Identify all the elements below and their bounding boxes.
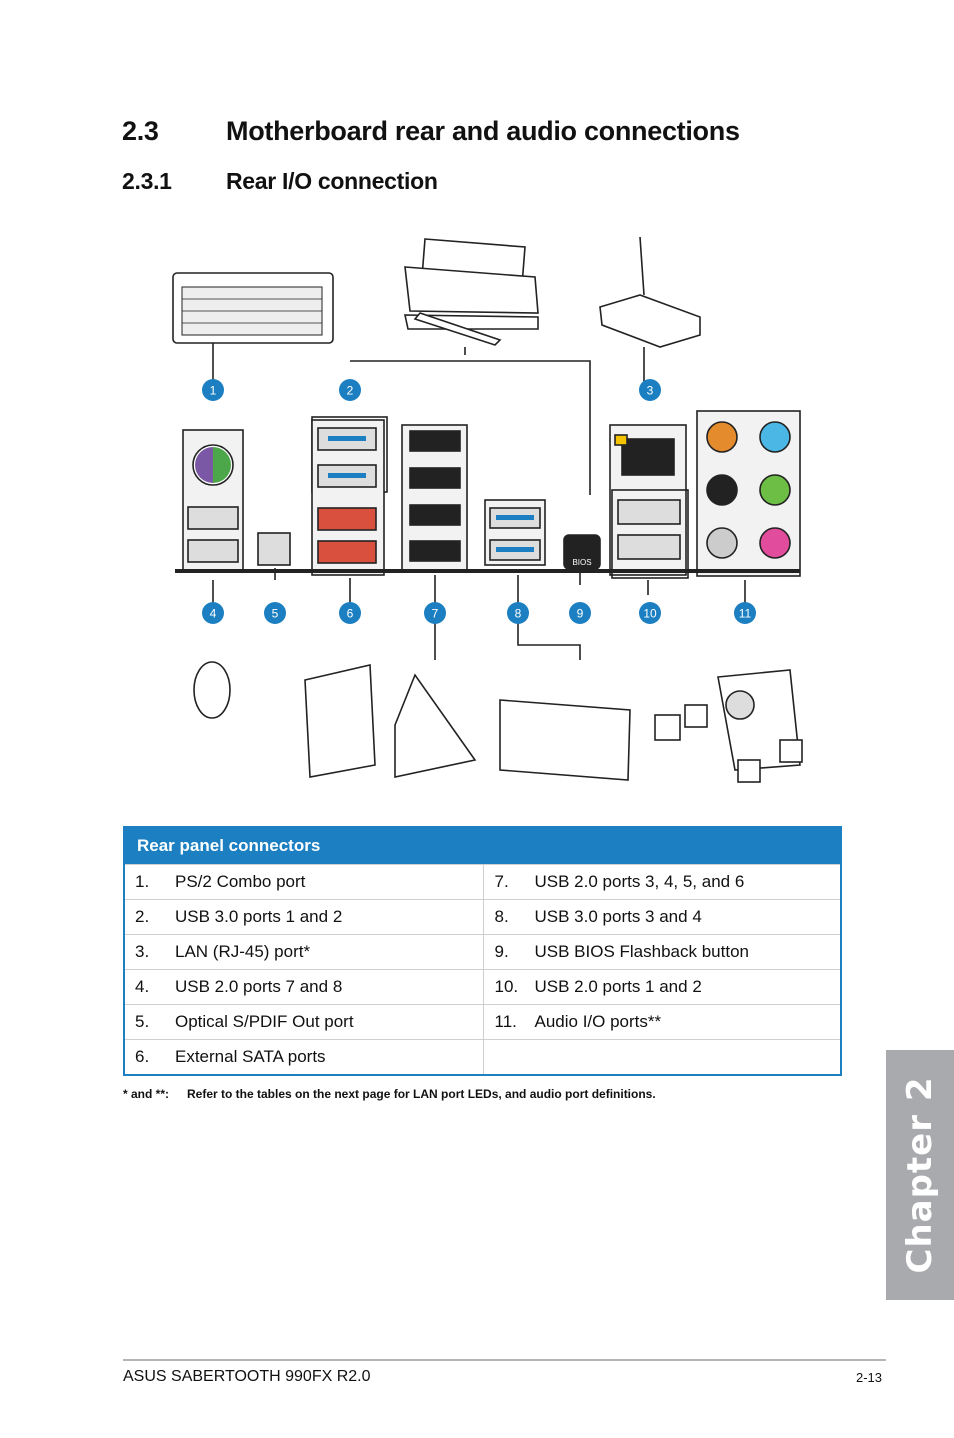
table-row: 5. Optical S/PDIF Out port 11. Audio I/O po… [125, 1004, 840, 1039]
callout-number: 11 [739, 607, 752, 621]
bios-flashback-button: BIOS [563, 534, 601, 570]
callout-badge: 9 [569, 602, 591, 624]
table-cell-left: 4. USB 2.0 ports 7 and 8 [125, 970, 483, 1004]
footnote: * and **: Refer to the tables on the next… [123, 1087, 656, 1101]
item-number: 6. [135, 1047, 150, 1066]
table-cell-left: 5. Optical S/PDIF Out port [125, 1005, 483, 1039]
callout-badge: 6 [339, 602, 361, 624]
callout-number: 5 [272, 607, 279, 621]
callout-badge: 10 [639, 602, 661, 624]
item-label: PS/2 Combo port [175, 872, 306, 891]
item-label: Audio I/O ports** [534, 1012, 662, 1031]
table-cell-right: 10. USB 2.0 ports 1 and 2 [482, 970, 841, 1004]
table-cell-right: 9. USB BIOS Flashback button [482, 935, 841, 969]
table-cell-right [482, 1040, 841, 1074]
footer-rule [123, 1359, 886, 1361]
footnote-mark: * and **: [123, 1087, 170, 1101]
item-label: USB 2.0 ports 3, 4, 5, and 6 [534, 872, 745, 891]
table-cell-left: 2. USB 3.0 ports 1 and 2 [125, 900, 483, 934]
table-row: 6. External SATA ports [125, 1039, 840, 1074]
callout-badge: 2 [339, 379, 361, 401]
footer-page-number: 2-13 [856, 1370, 883, 1385]
callout-badge: 11 [734, 602, 756, 624]
item-label: LAN (RJ-45) port* [175, 942, 311, 961]
table-cell-left: 1. PS/2 Combo port [125, 865, 483, 899]
printer-illustration-bottom [499, 699, 631, 781]
table-row: 2. USB 3.0 ports 1 and 2 8. USB 3.0 ports 3… [125, 899, 840, 934]
item-number: 10. [494, 977, 519, 996]
optical-port [257, 532, 291, 566]
callout-number: 2 [347, 384, 354, 398]
chapter-tab: Chapter 2 [886, 1050, 954, 1300]
subsection-title: Rear I/O connection [226, 168, 438, 194]
callout-badge: 7 [424, 602, 446, 624]
table-row: 4. USB 2.0 ports 7 and 8 10. USB 2.0 ports … [125, 969, 840, 1004]
callout-badge: 5 [264, 602, 286, 624]
keyboard-illustration [172, 272, 334, 344]
callout-number: 10 [643, 607, 657, 621]
speakers-illustration [654, 669, 803, 783]
item-label: USB BIOS Flashback button [534, 942, 750, 961]
item-number: 11. [494, 1012, 517, 1031]
section-heading: 2.3 Motherboard rear and audio connection… [122, 116, 740, 147]
rear-io-diagram: BIOS [172, 236, 803, 783]
usb3-esata-block [311, 416, 388, 576]
router-illustration [599, 236, 701, 348]
item-number: 7. [494, 872, 509, 891]
item-number: 5. [135, 1012, 150, 1031]
callout-badge: 8 [507, 602, 529, 624]
ps2-usb-block [182, 429, 244, 571]
table-header: Rear panel connectors [125, 828, 840, 864]
footnote-text: Refer to the tables on the next page for… [187, 1087, 656, 1101]
callout-number: 1 [210, 384, 217, 398]
mouse-illustration [193, 661, 231, 719]
callout-number: 8 [515, 607, 522, 621]
item-number: 9. [494, 942, 509, 961]
table-cell-right: 8. USB 3.0 ports 3 and 4 [482, 900, 841, 934]
callout-number: 3 [647, 384, 654, 398]
item-number: 2. [135, 907, 150, 926]
table-cell-left: 6. External SATA ports [125, 1040, 483, 1074]
item-label: USB 3.0 ports 1 and 2 [175, 907, 343, 926]
table-cell-right: 7. USB 2.0 ports 3, 4, 5, and 6 [482, 865, 841, 899]
section-number: 2.3 [122, 116, 159, 146]
callout-badge: 1 [202, 379, 224, 401]
table-cell-right: 11. Audio I/O ports** [482, 1005, 841, 1039]
section-title: Motherboard rear and audio connections [226, 116, 740, 146]
callout-number: 7 [432, 607, 439, 621]
table-cell-left: 3. LAN (RJ-45) port* [125, 935, 483, 969]
item-label: External SATA ports [175, 1047, 326, 1066]
printer-illustration-top [404, 238, 539, 346]
audio-block [696, 410, 801, 577]
table-body: 1. PS/2 Combo port 7. USB 2.0 ports 3, 4, 5… [125, 864, 840, 1074]
callout-badge: 4 [202, 602, 224, 624]
callout-number: 9 [577, 607, 584, 621]
scanner-illustration [394, 673, 477, 778]
bios-label: BIOS [572, 558, 591, 567]
lan-usb-block [609, 424, 689, 579]
item-number: 4. [135, 977, 150, 996]
callout-badge: 3 [639, 379, 661, 401]
item-number: 1. [135, 872, 150, 891]
usb2-block [401, 424, 468, 571]
item-number: 8. [494, 907, 509, 926]
table-row: 3. LAN (RJ-45) port* 9. USB BIOS Flashback … [125, 934, 840, 969]
item-label: Optical S/PDIF Out port [175, 1012, 354, 1031]
callout-number: 6 [347, 607, 354, 621]
table-row: 1. PS/2 Combo port 7. USB 2.0 ports 3, 4, 5… [125, 864, 840, 899]
usb3-block-right [484, 499, 546, 566]
chapter-tab-label: Chapter 2 [900, 1076, 940, 1274]
footer-product: ASUS SABERTOOTH 990FX R2.0 [123, 1368, 371, 1385]
item-number: 3. [135, 942, 150, 961]
rear-panel-table: Rear panel connectors 1. PS/2 Combo port 7… [123, 826, 842, 1076]
item-label: USB 2.0 ports 7 and 8 [175, 977, 343, 996]
item-label: USB 2.0 ports 1 and 2 [534, 977, 702, 996]
subsection-number: 2.3.1 [122, 168, 172, 194]
item-label: USB 3.0 ports 3 and 4 [534, 907, 702, 926]
subsection-heading: 2.3.1 Rear I/O connection [122, 168, 438, 195]
external-drive-illustration [304, 664, 376, 778]
callout-number: 4 [210, 607, 217, 621]
